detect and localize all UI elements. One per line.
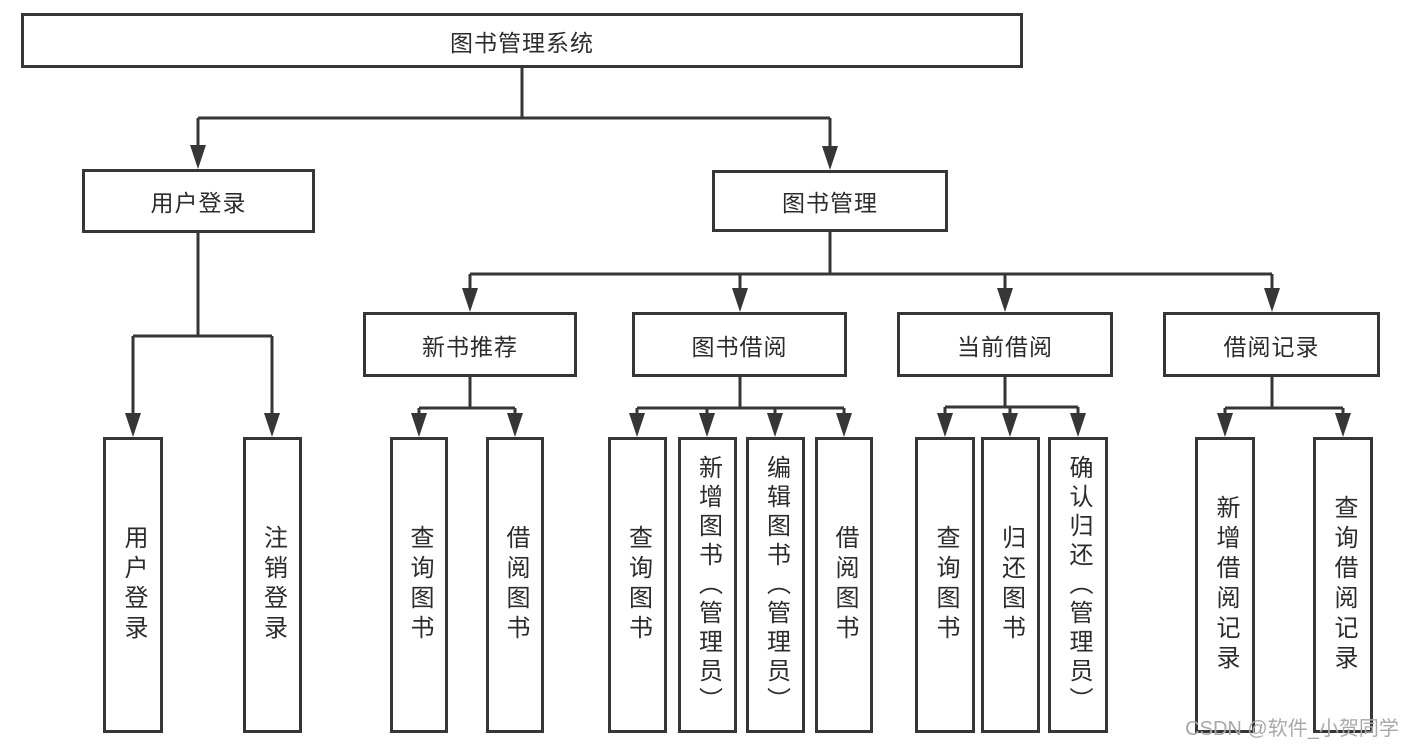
leaf-logout: 注销登录	[243, 437, 302, 733]
node-borrowing-records: 借阅记录	[1163, 312, 1380, 377]
leaf-query-books-recommend: 查询图书	[390, 437, 448, 733]
arrow-down-icon	[411, 413, 427, 437]
arrow-down-icon	[997, 288, 1013, 312]
arrowhead-icons	[125, 145, 1351, 437]
arrow-down-icon	[190, 145, 206, 169]
node-root: 图书管理系统	[21, 13, 1023, 68]
arrow-down-icon	[1217, 413, 1233, 437]
leaf-user-login: 用户登录	[103, 437, 163, 733]
leaf-query-books-borrowing: 查询图书	[608, 437, 667, 733]
arrow-down-icon	[1335, 413, 1351, 437]
leaf-return-books: 归还图书	[981, 437, 1040, 733]
node-book-borrowing: 图书借阅	[632, 312, 847, 377]
arrow-down-icon	[125, 413, 141, 437]
leaf-borrow-books-recommend: 借阅图书	[486, 437, 544, 733]
tree-edges	[131, 68, 1345, 415]
leaf-confirm-return-admin: 确认归还（管理员）	[1048, 437, 1108, 733]
arrow-down-icon	[462, 288, 478, 312]
arrow-down-icon	[1002, 413, 1018, 437]
leaf-query-books-current: 查询图书	[915, 437, 975, 733]
arrow-down-icon	[836, 413, 852, 437]
leaf-add-book-admin: 新增图书（管理员）	[678, 437, 737, 733]
leaf-borrow-books-borrowing: 借阅图书	[815, 437, 873, 733]
arrow-down-icon	[629, 413, 645, 437]
node-user-login-group: 用户登录	[82, 169, 315, 233]
arrow-down-icon	[822, 146, 838, 170]
arrow-down-icon	[1070, 413, 1086, 437]
arrow-down-icon	[507, 413, 523, 437]
node-new-book-recommend: 新书推荐	[363, 312, 577, 377]
arrow-down-icon	[264, 413, 280, 437]
node-current-borrowing: 当前借阅	[897, 312, 1113, 377]
leaf-query-borrow-record: 查询借阅记录	[1313, 437, 1373, 733]
leaf-add-borrow-record: 新增借阅记录	[1195, 437, 1255, 733]
arrow-down-icon	[732, 288, 748, 312]
watermark: CSDN @软件_小贺同学	[1185, 718, 1399, 740]
arrow-down-icon	[937, 413, 953, 437]
arrow-down-icon	[767, 413, 783, 437]
node-book-management: 图书管理	[712, 170, 948, 232]
leaf-edit-book-admin: 编辑图书（管理员）	[746, 437, 805, 733]
arrow-down-icon	[699, 413, 715, 437]
arrow-down-icon	[1264, 288, 1280, 312]
